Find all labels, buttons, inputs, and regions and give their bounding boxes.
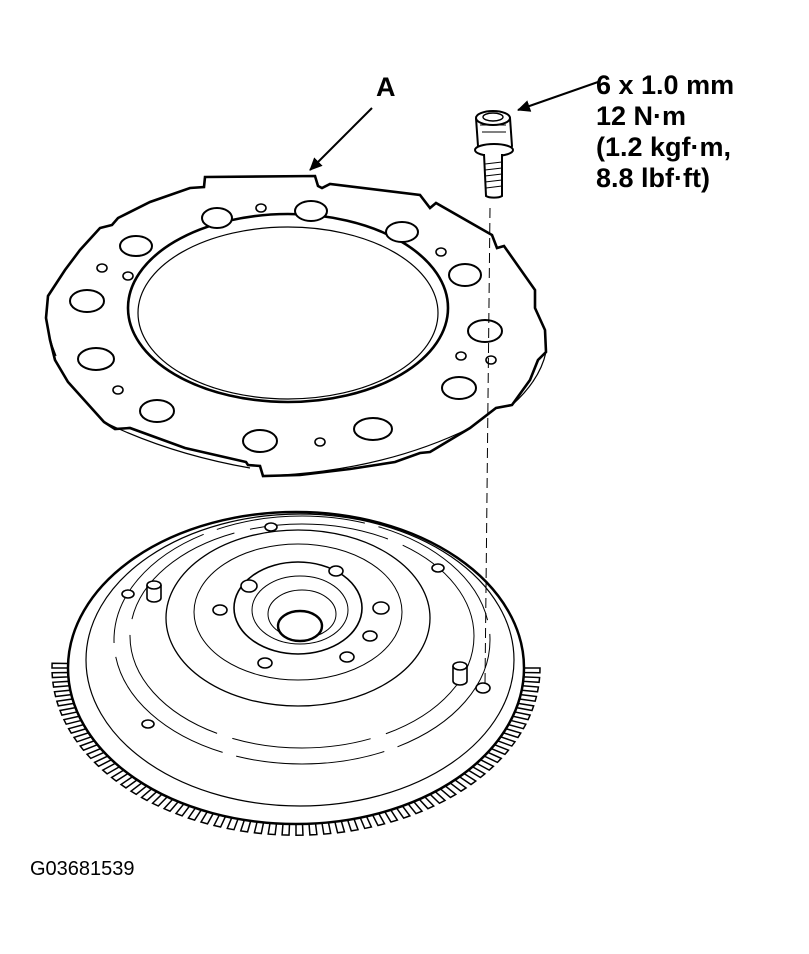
gear-tooth: [519, 695, 536, 702]
gear-tooth: [517, 703, 534, 710]
spacer-large-holes: [70, 201, 502, 452]
gear-tooth: [522, 686, 539, 692]
spacer-center-lip: [138, 227, 438, 399]
callout-a-arrow: [309, 108, 372, 171]
spec-torque-nm: 12 N·m: [596, 101, 687, 131]
gear-tooth: [54, 690, 71, 696]
flywheel: [52, 512, 540, 835]
fastener-spec: 6 x 1.0 mm 12 N·m (1.2 kgf·m, 8.8 lbf·ft…: [596, 70, 734, 194]
gear-tooth: [52, 672, 68, 677]
gear-tooth: [524, 668, 540, 673]
flywheel-hub-ring-inner: [194, 544, 402, 680]
spec-torque-kgf: (1.2 kgf·m,: [596, 132, 732, 162]
bolt-centerline: [485, 208, 490, 684]
flywheel-outer-rim: [68, 512, 524, 824]
gear-tooth: [53, 681, 70, 687]
gear-tooth: [322, 822, 331, 834]
flywheel-center-bore: [278, 611, 322, 641]
flywheel-hub-ring: [166, 530, 430, 706]
gear-tooth: [52, 663, 68, 668]
flywheel-boss-outer: [234, 562, 362, 654]
spacer-plate: [46, 176, 546, 476]
flywheel-boss-mid: [252, 576, 348, 644]
spacer-plate-edge: [46, 318, 546, 476]
gear-tooth: [282, 824, 289, 835]
gear-tooth: [268, 823, 276, 835]
dowel-pin-right: [453, 662, 467, 685]
face-bolt-holes: [122, 523, 490, 728]
flywheel-slot-ring-outer: [114, 516, 490, 764]
callout-label-a: A: [376, 72, 396, 102]
spec-arrow: [517, 82, 598, 112]
flywheel-slot-ring-inner: [130, 524, 474, 748]
figure-id: G03681539: [30, 858, 135, 880]
flange-bolt: [475, 111, 513, 198]
spacer-small-holes: [97, 204, 496, 446]
spec-size: 6 x 1.0 mm: [596, 70, 735, 100]
spec-torque-lbf: 8.8 lbf·ft): [596, 163, 710, 193]
gear-tooth: [57, 699, 74, 706]
crank-bolt-holes: [213, 566, 389, 668]
flywheel-rim-edge: [86, 514, 514, 806]
gear-tooth: [296, 824, 303, 835]
gear-tooth: [523, 677, 539, 682]
gear-tooth: [309, 823, 317, 834]
dowel-pin-left: [147, 581, 161, 602]
spacer-center-opening: [128, 214, 448, 402]
